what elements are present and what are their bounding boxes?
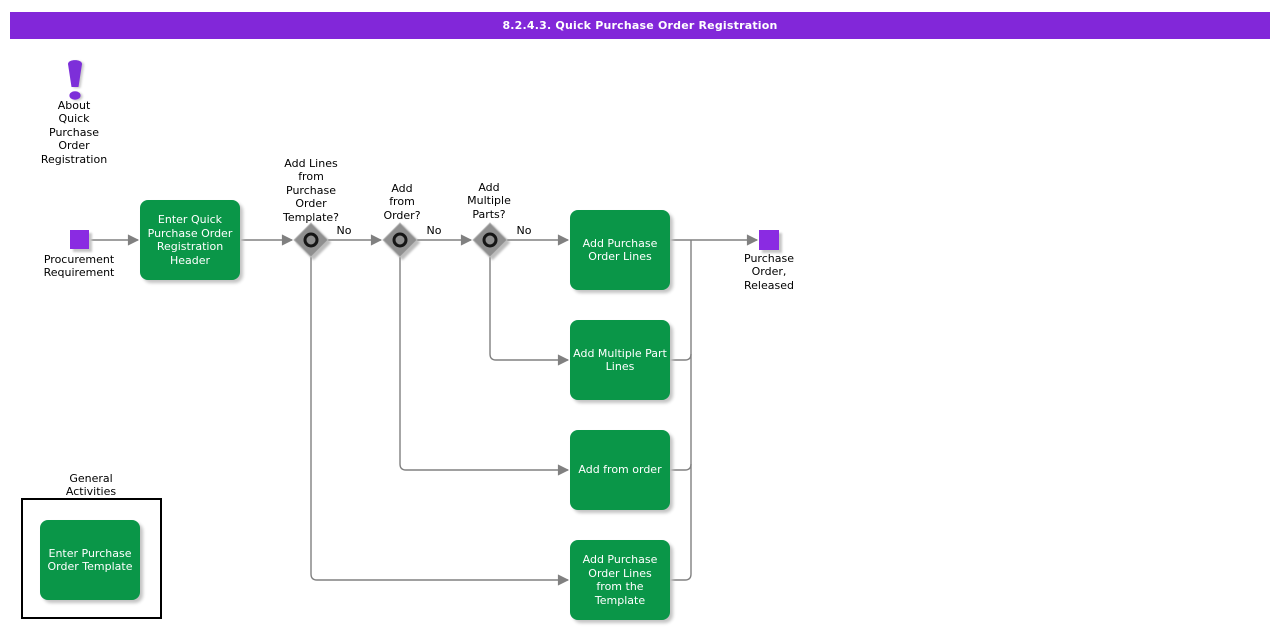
decision-add-lines-from-template[interactable] <box>293 222 329 258</box>
activity-add-po-lines-from-template[interactable]: Add Purchase Order Lines from the Templa… <box>570 540 670 620</box>
connector-add-from-order-join <box>670 463 692 471</box>
start-event-label: Procurement Requirement <box>43 253 115 280</box>
activity-label: Enter Quick Purchase Order Registration … <box>147 213 233 267</box>
activity-label: Add from order <box>578 463 662 477</box>
decision3-no-label: No <box>516 224 532 237</box>
page-title: 8.2.4.3. Quick Purchase Order Registrati… <box>502 19 778 32</box>
activity-add-multiple-part-lines[interactable]: Add Multiple Part Lines <box>570 320 670 400</box>
connector-multiple-part-join <box>670 353 692 361</box>
activity-add-purchase-order-lines[interactable]: Add Purchase Order Lines <box>570 210 670 290</box>
decision1-label: Add Lines from Purchase Order Template? <box>282 157 340 224</box>
decision3-label: Add Multiple Parts? <box>467 181 511 221</box>
activity-enter-quick-po-registration-header[interactable]: Enter Quick Purchase Order Registration … <box>140 200 240 280</box>
activity-label: Add Purchase Order Lines from the Templa… <box>582 553 658 607</box>
start-event-procurement-requirement[interactable] <box>70 230 89 249</box>
decision2-label: Add from Order? <box>383 182 421 222</box>
decision2-inner-circle-icon <box>392 232 408 248</box>
decision-add-multiple-parts[interactable] <box>472 222 508 258</box>
connector-merge-vertical <box>670 240 692 581</box>
decision2-no-label: No <box>426 224 442 237</box>
decision1-inner-circle-icon <box>303 232 319 248</box>
connector-decision2-yes-add-from-order <box>399 257 570 476</box>
activity-label: Add Purchase Order Lines <box>582 236 658 264</box>
decision-add-from-order[interactable] <box>382 222 418 258</box>
end-event-label: Purchase Order, Released <box>744 252 794 292</box>
about-label[interactable]: About Quick Purchase Order Registration <box>40 99 108 166</box>
end-event-purchase-order-released[interactable] <box>759 230 779 250</box>
activity-add-from-order[interactable]: Add from order <box>570 430 670 510</box>
activity-label: Add Multiple Part Lines <box>573 346 667 374</box>
about-exclamation-icon[interactable] <box>64 58 86 102</box>
activity-enter-purchase-order-template[interactable]: Enter Purchase Order Template <box>40 520 140 600</box>
connector-decision1-yes-template-lines <box>310 257 570 586</box>
activity-label: Enter Purchase Order Template <box>47 546 133 574</box>
decision1-no-label: No <box>336 224 352 237</box>
decision3-inner-circle-icon <box>482 232 498 248</box>
connector-decision3-yes-multiple-parts <box>489 257 570 366</box>
general-activities-label: General Activities <box>65 472 117 499</box>
title-bar: 8.2.4.3. Quick Purchase Order Registrati… <box>10 12 1270 39</box>
